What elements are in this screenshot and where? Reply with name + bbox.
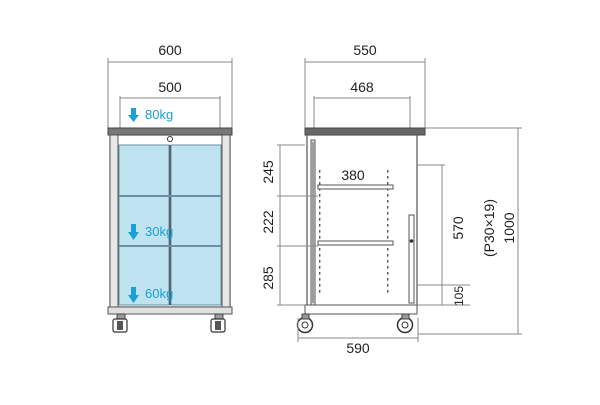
dim-label-h222: 222: [260, 210, 276, 234]
dim-label-h285: 285: [260, 266, 276, 290]
shelf-pin-hole: [387, 236, 389, 239]
back-handle: [408, 214, 415, 304]
load-label-top: 80kg: [145, 107, 173, 122]
dim-label-105: 105: [452, 286, 466, 306]
back-handle-screw: [409, 239, 414, 243]
shelf-pin-hole: [387, 182, 389, 185]
shelf-pin-hole: [319, 290, 321, 293]
side-top-board: [304, 127, 426, 136]
shelf-pin-hole: [387, 284, 389, 287]
shelf-pin-hole: [319, 200, 321, 203]
dim-label-front-width: 600: [158, 42, 182, 58]
caster-left: [112, 313, 128, 333]
dim-label-side-inner-depth: 468: [350, 79, 374, 95]
shelf-pin-hole: [387, 218, 389, 221]
shelf-pin-hole: [319, 230, 321, 233]
dim-label-total-height: 1000: [501, 212, 517, 243]
shelf-pin-hole: [319, 266, 321, 269]
shelf-pin-hole: [387, 278, 389, 281]
dim-label-shelf-depth: 380: [341, 167, 365, 183]
right-post: [221, 134, 231, 308]
shelf-pin-hole: [319, 170, 321, 173]
shelf-pin-hole: [387, 266, 389, 269]
load-label-mid: 30kg: [145, 224, 173, 239]
side-shelf-1: [317, 184, 394, 190]
shelf-pin-hole: [319, 278, 321, 281]
shelf-pin-hole: [319, 212, 321, 215]
shelf-pin-hole: [319, 272, 321, 275]
shelf-pin-hole: [319, 248, 321, 251]
shelf-pin-hole: [387, 230, 389, 233]
dim-label-base-depth: 590: [346, 340, 370, 356]
caster-right: [210, 313, 226, 333]
side-caster-front: [296, 313, 314, 334]
base-plinth: [107, 306, 233, 315]
dim-label-h245: 245: [260, 160, 276, 184]
left-post: [109, 134, 119, 308]
shelf-pin-hole: [319, 182, 321, 185]
side-base: [304, 304, 418, 315]
right-glass-door: [170, 144, 222, 306]
dim-label-pitch: (P30×19): [481, 199, 497, 257]
shelf-pin-hole: [319, 236, 321, 239]
shelf-pin-hole: [387, 260, 389, 263]
shelf-pin-hole: [319, 224, 321, 227]
side-caster-back: [396, 313, 414, 334]
top-board: [107, 127, 233, 136]
shelf-pin-hole: [319, 284, 321, 287]
lock-icon: [167, 136, 173, 142]
side-body: [306, 134, 418, 308]
dim-label-side-depth: 550: [353, 42, 377, 58]
shelf-pin-hole: [319, 206, 321, 209]
side-view: 550 468 380: [260, 42, 522, 356]
shelf-pin-hole: [387, 224, 389, 227]
shelf-pin-hole: [387, 248, 389, 251]
shelf-pin-hole: [319, 194, 321, 197]
load-arrow-mid: [128, 224, 139, 240]
shelf-pin-hole: [319, 260, 321, 263]
shelf-pin-hole: [387, 212, 389, 215]
load-arrow-bottom: [128, 287, 139, 303]
shelf-pin-hole: [387, 170, 389, 173]
shelf-pin-hole: [319, 176, 321, 179]
shelf-pin-hole: [319, 218, 321, 221]
left-glass-door: [118, 144, 170, 306]
shelf-pin-hole: [387, 176, 389, 179]
load-arrow-top: [128, 108, 139, 122]
shelf-pin-hole: [387, 206, 389, 209]
dim-label-570: 570: [450, 216, 466, 240]
shelf-pin-hole: [387, 290, 389, 293]
shelf-pin-hole: [387, 194, 389, 197]
shelf-pin-hole: [387, 272, 389, 275]
shelf-pin-hole: [387, 254, 389, 257]
load-label-bottom: 60kg: [145, 286, 173, 301]
side-shelf-2: [317, 240, 394, 246]
dim-label-front-inner-width: 500: [158, 79, 182, 95]
shelf-pin-hole: [319, 254, 321, 257]
front-view: 600 500: [107, 42, 233, 333]
shelf-pin-hole: [387, 200, 389, 203]
